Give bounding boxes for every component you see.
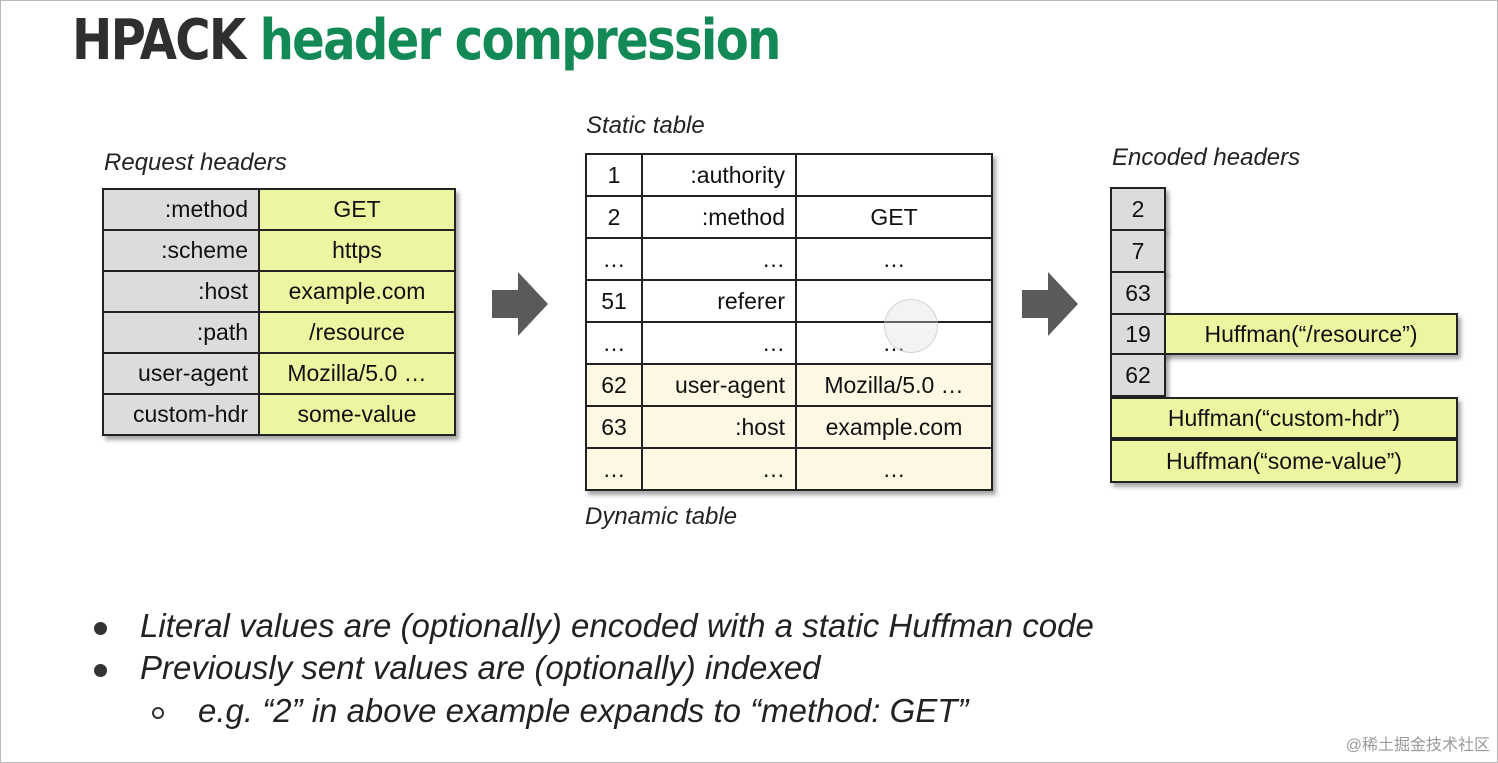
value-cell: Mozilla/5.0 … xyxy=(795,363,993,407)
header-name: user-agent xyxy=(102,352,260,395)
cursor-highlight xyxy=(884,299,938,353)
arrow-right-icon xyxy=(492,272,548,336)
header-value: Mozilla/5.0 … xyxy=(258,352,456,395)
table-row: :path /resource xyxy=(102,311,456,354)
header-name: :path xyxy=(102,311,260,354)
index-cell: 1 xyxy=(585,153,643,197)
encoded-index: 19 xyxy=(1110,313,1166,355)
encoded-index: 62 xyxy=(1110,353,1166,397)
name-cell: referer xyxy=(641,279,797,323)
header-name: custom-hdr xyxy=(102,393,260,436)
name-cell: user-agent xyxy=(641,363,797,407)
index-cell: 2 xyxy=(585,195,643,239)
table-row: 1 :authority xyxy=(585,153,993,197)
table-row: 51 referer xyxy=(585,279,993,323)
bullet-text: Previously sent values are (optionally) … xyxy=(140,649,821,686)
header-value: GET xyxy=(258,188,456,231)
value-cell: … xyxy=(795,447,993,491)
encoded-index: 63 xyxy=(1110,271,1166,315)
value-cell: GET xyxy=(795,195,993,239)
static-table-caption: Static table xyxy=(586,112,705,139)
index-cell: 51 xyxy=(585,279,643,323)
arrow-right-icon xyxy=(1022,272,1078,336)
header-value: /resource xyxy=(258,311,456,354)
request-headers-table: :method GET :scheme https :host example.… xyxy=(102,188,456,436)
table-row: :method GET xyxy=(102,188,456,231)
name-cell: … xyxy=(641,237,797,281)
header-value: some-value xyxy=(258,393,456,436)
index-cell: … xyxy=(585,447,643,491)
table-row: 2 :method GET xyxy=(585,195,993,239)
bullet-ring-icon xyxy=(152,707,164,719)
encoded-index: 7 xyxy=(1110,229,1166,273)
index-cell: … xyxy=(585,321,643,365)
encoded-huffman-some-value: Huffman(“some-value”) xyxy=(1110,439,1458,483)
title-header-compression: header compression xyxy=(259,8,782,73)
value-cell: … xyxy=(795,237,993,281)
table-row: … … … xyxy=(585,447,993,491)
index-cell: 62 xyxy=(585,363,643,407)
header-name: :scheme xyxy=(102,229,260,272)
slide-title: HPACK header compression xyxy=(72,8,782,73)
name-cell: :authority xyxy=(641,153,797,197)
table-row: user-agent Mozilla/5.0 … xyxy=(102,352,456,395)
table-row: 63 :host example.com xyxy=(585,405,993,449)
encoded-headers-caption: Encoded headers xyxy=(1112,144,1301,171)
header-value: example.com xyxy=(258,270,456,313)
bullet-text: Literal values are (optionally) encoded … xyxy=(140,607,1094,644)
value-cell xyxy=(795,153,993,197)
table-row: :host example.com xyxy=(102,270,456,313)
index-cell: … xyxy=(585,237,643,281)
header-value: https xyxy=(258,229,456,272)
table-row: 62 user-agent Mozilla/5.0 … xyxy=(585,363,993,407)
encoded-index: 2 xyxy=(1110,187,1166,231)
name-cell: :host xyxy=(641,405,797,449)
dynamic-table-caption: Dynamic table xyxy=(585,503,738,530)
index-cell: 63 xyxy=(585,405,643,449)
index-table: 1 :authority 2 :method GET … … … 51 refe… xyxy=(585,153,993,491)
header-name: :host xyxy=(102,270,260,313)
sub-bullet-text: e.g. “2” in above example expands to “me… xyxy=(198,692,969,729)
request-headers-caption: Request headers xyxy=(104,149,287,176)
title-hpack: HPACK xyxy=(72,8,246,73)
table-row: … … … xyxy=(585,237,993,281)
value-cell: example.com xyxy=(795,405,993,449)
value-cell xyxy=(795,279,993,323)
header-name: :method xyxy=(102,188,260,231)
bullet-dot-icon xyxy=(94,664,107,677)
watermark: @稀土掘金技术社区 xyxy=(1345,737,1490,754)
table-row: :scheme https xyxy=(102,229,456,272)
bullet-dot-icon xyxy=(94,622,107,635)
table-row: custom-hdr some-value xyxy=(102,393,456,436)
name-cell: … xyxy=(641,321,797,365)
name-cell: :method xyxy=(641,195,797,239)
name-cell: … xyxy=(641,447,797,491)
encoded-huffman-custom-hdr: Huffman(“custom-hdr”) xyxy=(1110,397,1458,439)
encoded-huffman-resource: Huffman(“/resource”) xyxy=(1164,313,1458,355)
